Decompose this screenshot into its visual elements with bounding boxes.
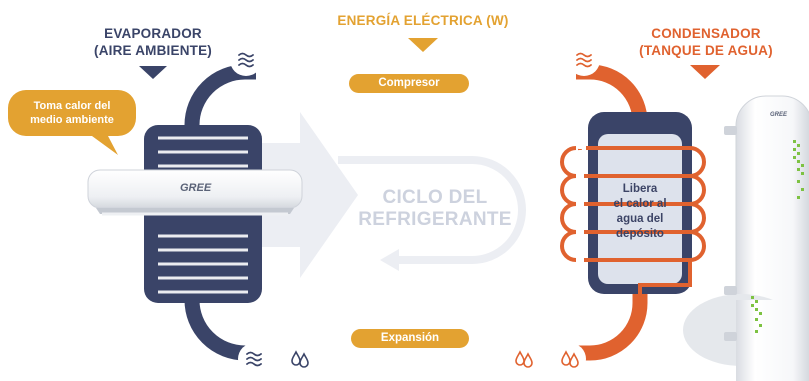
air-wave-icon: [238, 343, 270, 375]
water-drop-icon: [508, 343, 540, 375]
bubble-text: Toma calor del medio ambiente: [10, 99, 134, 127]
tank-brand-logo: GREE: [770, 112, 788, 118]
condenser-coil: [560, 146, 706, 300]
cycle-line2: REFRIGERANTE: [358, 209, 512, 230]
cycle-label: CICLO DEL REFRIGERANTE: [345, 187, 525, 231]
ac-unit: [87, 169, 303, 216]
air-wave-icon: [568, 44, 600, 76]
right-pipe-lower: [576, 294, 648, 361]
energy-heading: ENERGÍA ELÉCTRICA (W): [320, 12, 526, 29]
cycle-arrowhead: [380, 249, 399, 271]
condenser-heading-line1: CONDENSADOR: [651, 26, 761, 41]
water-tank: [683, 95, 809, 381]
condenser-heading-line2: (TANQUE DE AGUA): [639, 43, 773, 58]
tank-line4: depósito: [616, 228, 664, 240]
condenser-arrow: [690, 65, 720, 79]
air-wave-icon: [230, 44, 262, 76]
evaporator-heading: EVAPORADOR (AIRE AMBIENTE): [70, 25, 236, 59]
evaporator-coil-loops: [158, 136, 248, 294]
condenser-water: [598, 134, 682, 284]
ac-brand-logo: GREE: [180, 182, 212, 194]
evaporator-heading-line2: (AIRE AMBIENTE): [94, 43, 212, 58]
tank-line1: Libera: [622, 183, 658, 195]
tank-label: Libera el calor al agua del depósito: [600, 182, 680, 242]
cycle-line1: CICLO DEL: [382, 187, 488, 208]
tank-line2: el calor al: [613, 198, 667, 210]
water-drop-icon: [554, 343, 586, 375]
heat-flow-arrow: [250, 112, 358, 278]
compressor-label: Compresor: [349, 74, 469, 93]
expansion-label: Expansión: [351, 329, 469, 348]
water-drop-icon: [284, 343, 316, 375]
energy-arrow: [408, 38, 438, 52]
speech-bubble: [8, 90, 136, 155]
energy-heading-text: ENERGÍA ELÉCTRICA (W): [337, 13, 509, 28]
evaporator-arrow: [139, 66, 167, 79]
evaporator-heading-line1: EVAPORADOR: [104, 26, 202, 41]
tank-line3: agua del: [616, 213, 664, 225]
condenser-heading: CONDENSADOR (TANQUE DE AGUA): [628, 25, 784, 59]
bubble-line2: medio ambiente: [30, 114, 114, 126]
bubble-line1: Toma calor del: [33, 100, 111, 112]
cycle-arrow: [338, 156, 526, 264]
